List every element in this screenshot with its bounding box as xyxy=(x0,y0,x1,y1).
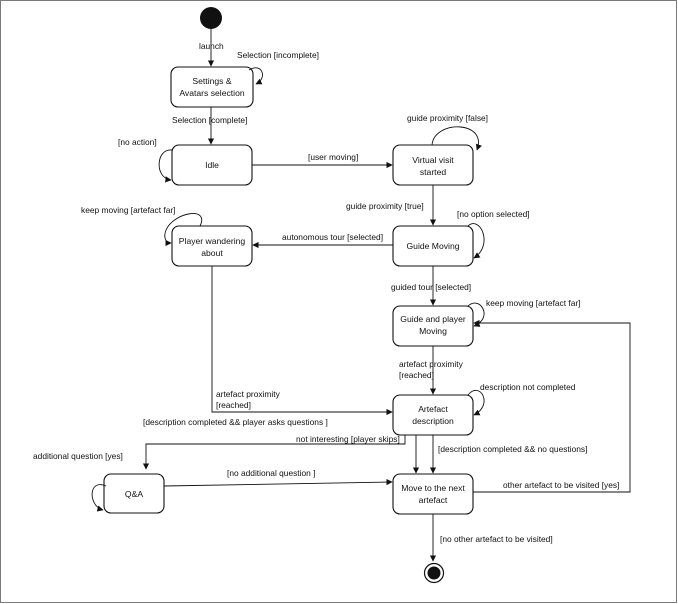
state-artefact-line1: Artefact xyxy=(418,404,448,414)
state-artefact-line2: description xyxy=(412,416,454,426)
edge-selection-incomplete-loop xyxy=(248,67,263,85)
edge-guide-proximity-false-loop xyxy=(431,126,482,151)
label-autonomous-tour: autonomous tour [selected] xyxy=(282,232,383,242)
state-next-line2: artefact xyxy=(419,495,448,505)
edge-keep-moving-loop-1 xyxy=(164,213,203,247)
label-additional-question: additional question [yes] xyxy=(33,451,123,461)
label-artefact-proximity-wandering-2: [reached] xyxy=(216,400,251,410)
edge-description-not-completed-loop xyxy=(467,389,485,416)
edge-no-action-loop xyxy=(158,149,173,183)
state-wandering-line1: Player wandering xyxy=(179,236,246,246)
label-guide-proximity-true: guide proximity [true] xyxy=(346,201,424,211)
final-node xyxy=(423,562,445,584)
label-no-additional-question: [no additional question ] xyxy=(227,468,315,478)
label-artefact-proximity-guided-1: artefact proximity xyxy=(399,359,464,369)
label-launch: launch xyxy=(199,41,224,51)
edge-player-asks-questions xyxy=(142,435,406,470)
initial-node xyxy=(200,7,222,29)
label-no-other-artefact: [no other artefact to be visited] xyxy=(440,534,553,544)
state-artefact-description: Artefact description xyxy=(392,394,474,436)
state-guide-player-moving: Guide and player Moving xyxy=(392,305,474,347)
label-user-moving: [user moving] xyxy=(308,152,358,162)
edge-other-artefact-yes xyxy=(473,319,631,493)
label-no-option-selected: [no option selected] xyxy=(457,209,530,219)
state-wandering-line2: about xyxy=(201,248,223,258)
label-guided-tour: guided tour [selected] xyxy=(391,282,471,292)
state-next-line1: Move to the next xyxy=(401,483,465,493)
label-artefact-proximity-guided-2: [reached] xyxy=(399,370,434,380)
label-no-questions: [description completed && no questions] xyxy=(438,444,587,454)
state-virtual-visit: Virtual visit started xyxy=(392,144,474,186)
state-guide-moving: Guide Moving xyxy=(392,225,474,267)
state-player-wandering: Player wandering about xyxy=(171,225,253,267)
state-idle: Idle xyxy=(171,144,253,186)
edge-artefact-proximity-wandering xyxy=(211,266,393,416)
state-qa-label: Q&A xyxy=(125,489,143,499)
edge-no-additional-question xyxy=(163,478,393,487)
state-next-artefact: Move to the next artefact xyxy=(392,473,474,515)
edge-additional-question-loop xyxy=(91,484,107,512)
label-description-not-completed: description not completed xyxy=(480,382,576,392)
edge-no-option-loop xyxy=(467,223,485,259)
state-settings: Settings & Avatars selection xyxy=(170,66,254,108)
state-virtual-line2: started xyxy=(420,167,446,177)
label-not-interesting: not interesting [player skips] xyxy=(296,434,400,444)
state-guide-player-line2: Moving xyxy=(419,326,447,336)
state-guide-player-line1: Guide and player xyxy=(400,314,466,324)
label-player-asks-questions: [description completed && player asks qu… xyxy=(143,417,328,427)
label-keep-moving-1: keep moving [artefact far] xyxy=(81,205,176,215)
label-no-action: [no action] xyxy=(118,137,157,147)
state-virtual-line1: Virtual visit xyxy=(412,155,454,165)
label-keep-moving-2: keep moving [artefact far] xyxy=(486,298,581,308)
label-selection-incomplete: Selection [incomplete] xyxy=(237,50,319,60)
state-idle-label: Idle xyxy=(205,160,219,170)
label-guide-proximity-false: guide proximity [false] xyxy=(407,113,488,123)
state-settings-line2: Avatars selection xyxy=(179,88,245,98)
label-selection-complete: Selection [complete] xyxy=(172,115,247,125)
state-guide-moving-label: Guide Moving xyxy=(406,241,459,251)
state-qa: Q&A xyxy=(103,473,165,514)
label-other-artefact: other artefact to be visited [yes] xyxy=(503,480,619,490)
label-artefact-proximity-wandering-1: artefact proximity xyxy=(216,389,281,399)
state-settings-line1: Settings & xyxy=(192,76,231,86)
